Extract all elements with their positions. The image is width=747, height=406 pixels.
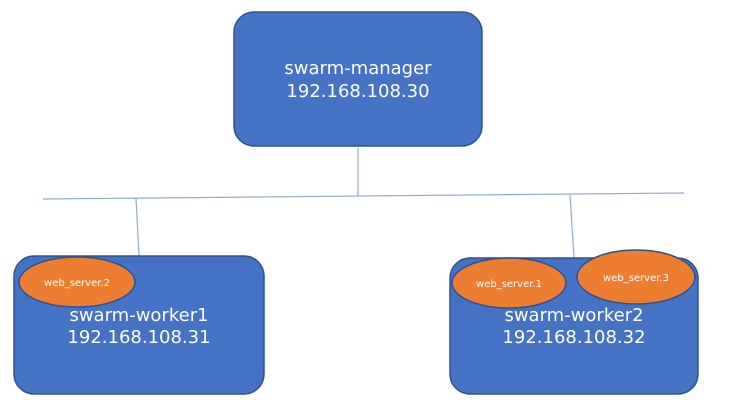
- worker2-link-line: [569, 194, 575, 259]
- node-ip: 192.168.108.32: [502, 327, 645, 348]
- service-task-ellipse: [451, 257, 567, 309]
- node-name: swarm-manager: [284, 58, 432, 79]
- node-swarm-manager: swarm-manager 192.168.108.30: [233, 11, 483, 147]
- node-ip: 192.168.108.31: [67, 327, 210, 348]
- service-task-label: web_server.2: [44, 278, 110, 289]
- service-task-label: web_server.3: [603, 273, 669, 284]
- node-name: swarm-worker1: [69, 305, 208, 326]
- network-bus-line: [42, 192, 685, 200]
- worker1-link-line: [135, 197, 140, 257]
- node-box: [233, 11, 483, 147]
- node-swarm-worker1: swarm-worker1 192.168.108.31 web_server.…: [13, 255, 265, 395]
- node-name: swarm-worker2: [504, 305, 643, 326]
- node-ip: 192.168.108.30: [286, 81, 429, 102]
- service-task-ellipse: [18, 256, 136, 308]
- node-swarm-worker2: swarm-worker2 192.168.108.32 web_server.…: [449, 249, 699, 395]
- service-task-label: web_server.1: [476, 279, 542, 290]
- network-connectors: [42, 148, 685, 259]
- service-task-ellipse: [576, 249, 696, 305]
